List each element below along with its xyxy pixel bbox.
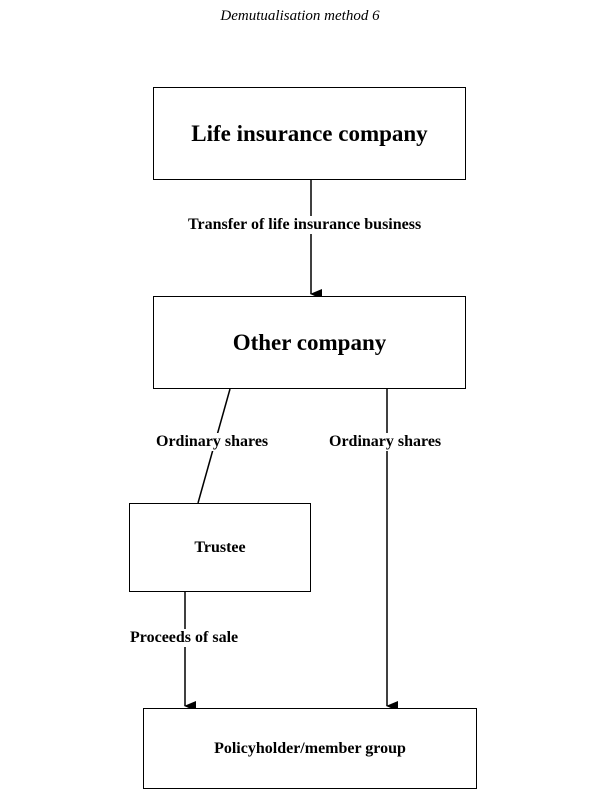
ordinary-shares-left-label: Ordinary shares — [154, 433, 271, 451]
other-company-label: Other company — [232, 329, 387, 355]
ordinary-shares-right-label: Ordinary shares — [327, 433, 444, 451]
other-company-box: Other company — [153, 296, 466, 389]
policyholder-member-group-label: Policyholder/member group — [214, 739, 406, 757]
diagram-title: Demutualisation method 6 — [220, 8, 380, 24]
life-insurance-company-box: Life insurance company — [153, 87, 466, 180]
trustee-label: Trustee — [194, 538, 246, 556]
trustee-box: Trustee — [129, 503, 311, 592]
transfer-label: Transfer of life insurance business — [186, 216, 424, 234]
life-insurance-company-label: Life insurance company — [191, 120, 428, 146]
policyholder-member-group-box: Policyholder/member group — [143, 708, 477, 789]
proceeds-of-sale-label: Proceeds of sale — [128, 629, 241, 647]
